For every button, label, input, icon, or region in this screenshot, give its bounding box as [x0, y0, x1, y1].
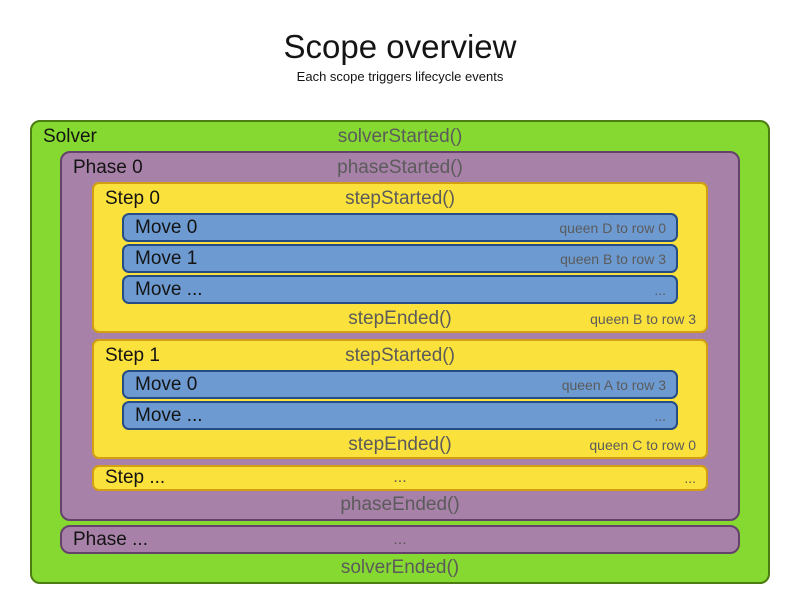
- step-more-note: ...: [684, 470, 696, 486]
- move-row: Move 0 queen D to row 0: [122, 213, 678, 242]
- step-0-scope-box: Step 0 stepStarted() Move 0 queen D to r…: [92, 182, 708, 333]
- move-label: Move ...: [135, 278, 203, 300]
- phase-more-ellipsis: ...: [393, 530, 407, 548]
- phase-0-header-row: Phase 0 phaseStarted(): [62, 153, 738, 182]
- solver-scope-box: Solver solverStarted() Phase 0 phaseStar…: [30, 120, 770, 584]
- page-header: Scope overview Each scope triggers lifec…: [0, 0, 800, 86]
- phase-0-scope-box: Phase 0 phaseStarted() Step 0 stepStarte…: [60, 151, 740, 521]
- solver-ended-event: solverEnded(): [340, 557, 460, 578]
- step-0-ended-note: queen B to row 3: [590, 310, 696, 327]
- step-0-started-event: stepStarted(): [345, 187, 455, 209]
- phase-0-footer-row: phaseEnded(): [62, 491, 738, 519]
- step-0-header-row: Step 0 stepStarted(): [94, 184, 706, 213]
- move-row: Move 1 queen B to row 3: [122, 244, 678, 273]
- step-0-footer-row: stepEnded() queen B to row 3: [94, 306, 706, 331]
- move-label: Move ...: [135, 404, 203, 426]
- move-note: queen B to row 3: [560, 250, 666, 267]
- step-1-header-row: Step 1 stepStarted(): [94, 341, 706, 370]
- step-1-ended-event: stepEnded(): [348, 433, 452, 455]
- phase-started-event: phaseStarted(): [337, 156, 463, 178]
- page-title: Scope overview: [283, 28, 517, 65]
- phase-ended-event: phaseEnded(): [340, 494, 460, 515]
- move-note: ...: [654, 407, 666, 424]
- step-1-started-event: stepStarted(): [345, 344, 455, 366]
- step-more-ellipsis: ...: [393, 469, 407, 486]
- phase-more-label: Phase ...: [73, 528, 148, 550]
- move-note: ...: [654, 281, 666, 298]
- solver-label: Solver: [43, 125, 97, 147]
- phase-0-label: Phase 0: [73, 156, 143, 178]
- step-more-scope-box: Step ... ... ...: [92, 465, 708, 491]
- phase-more-scope-box: Phase ... ...: [60, 525, 740, 554]
- move-row: Move 0 queen A to row 3: [122, 370, 678, 399]
- solver-footer-row: solverEnded(): [32, 554, 768, 582]
- move-label: Move 0: [135, 373, 198, 395]
- step-0-label: Step 0: [105, 187, 160, 209]
- step-1-footer-row: stepEnded() queen C to row 0: [94, 432, 706, 457]
- move-row: Move ... ...: [122, 401, 678, 430]
- move-note: queen D to row 0: [559, 219, 666, 236]
- solver-header-row: Solver solverStarted(): [32, 122, 768, 151]
- move-note: queen A to row 3: [561, 376, 666, 393]
- step-1-label: Step 1: [105, 344, 160, 366]
- step-0-ended-event: stepEnded(): [348, 307, 452, 329]
- solver-started-event: solverStarted(): [337, 125, 463, 147]
- step-1-scope-box: Step 1 stepStarted() Move 0 queen A to r…: [92, 339, 708, 459]
- page-subtitle: Each scope triggers lifecycle events: [296, 69, 504, 84]
- move-label: Move 1: [135, 247, 198, 269]
- move-label: Move 0: [135, 216, 198, 238]
- step-1-ended-note: queen C to row 0: [589, 436, 696, 453]
- step-more-label: Step ...: [105, 467, 166, 488]
- move-row: Move ... ...: [122, 275, 678, 304]
